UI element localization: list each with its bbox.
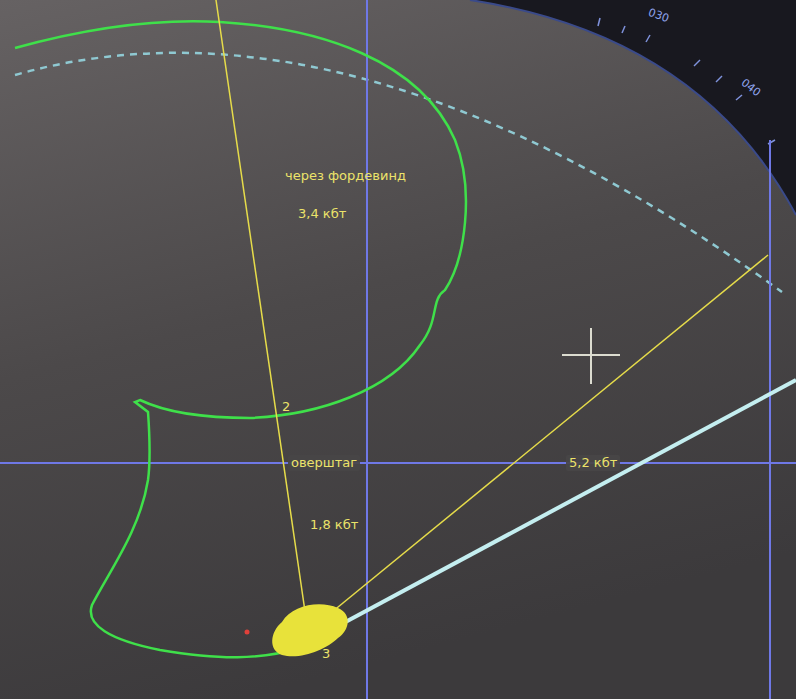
- distance-label: 3,4 кбт: [298, 206, 346, 222]
- bearing-line: [216, 0, 308, 632]
- target-echo: [272, 604, 348, 656]
- bezel-ring: [470, 0, 796, 215]
- range-ring: [15, 53, 782, 292]
- distance-label: 1,8 кбт: [310, 517, 358, 533]
- echo-dot: [245, 630, 250, 635]
- ship-track: [15, 21, 466, 657]
- radar-bezel: [470, 0, 796, 215]
- maneuver-label: оверштаг: [288, 455, 360, 471]
- bezel-ticks: [598, 18, 775, 144]
- bearing-line: [310, 255, 768, 630]
- maneuver-label: через фордевинд: [285, 168, 406, 184]
- heading-beam: [338, 380, 796, 626]
- point-number: 3: [322, 646, 330, 662]
- distance-label: 5,2 кбт: [566, 455, 620, 471]
- cursor-cross: [562, 328, 620, 384]
- point-number: 2: [282, 399, 290, 415]
